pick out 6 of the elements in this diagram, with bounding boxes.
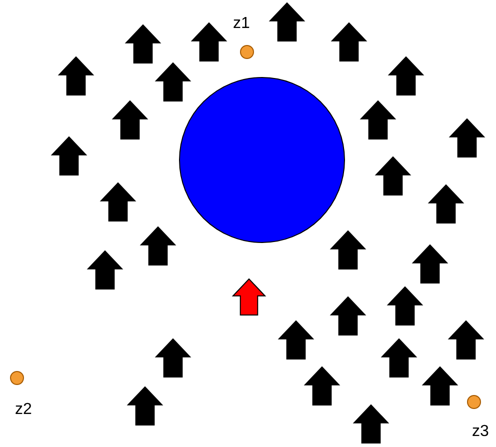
point-label: z1 — [233, 16, 250, 32]
point-label: z2 — [15, 402, 32, 418]
point-marker — [240, 45, 254, 59]
point-label: z3 — [472, 424, 489, 440]
point-marker — [10, 371, 24, 385]
point-marker — [467, 395, 481, 409]
